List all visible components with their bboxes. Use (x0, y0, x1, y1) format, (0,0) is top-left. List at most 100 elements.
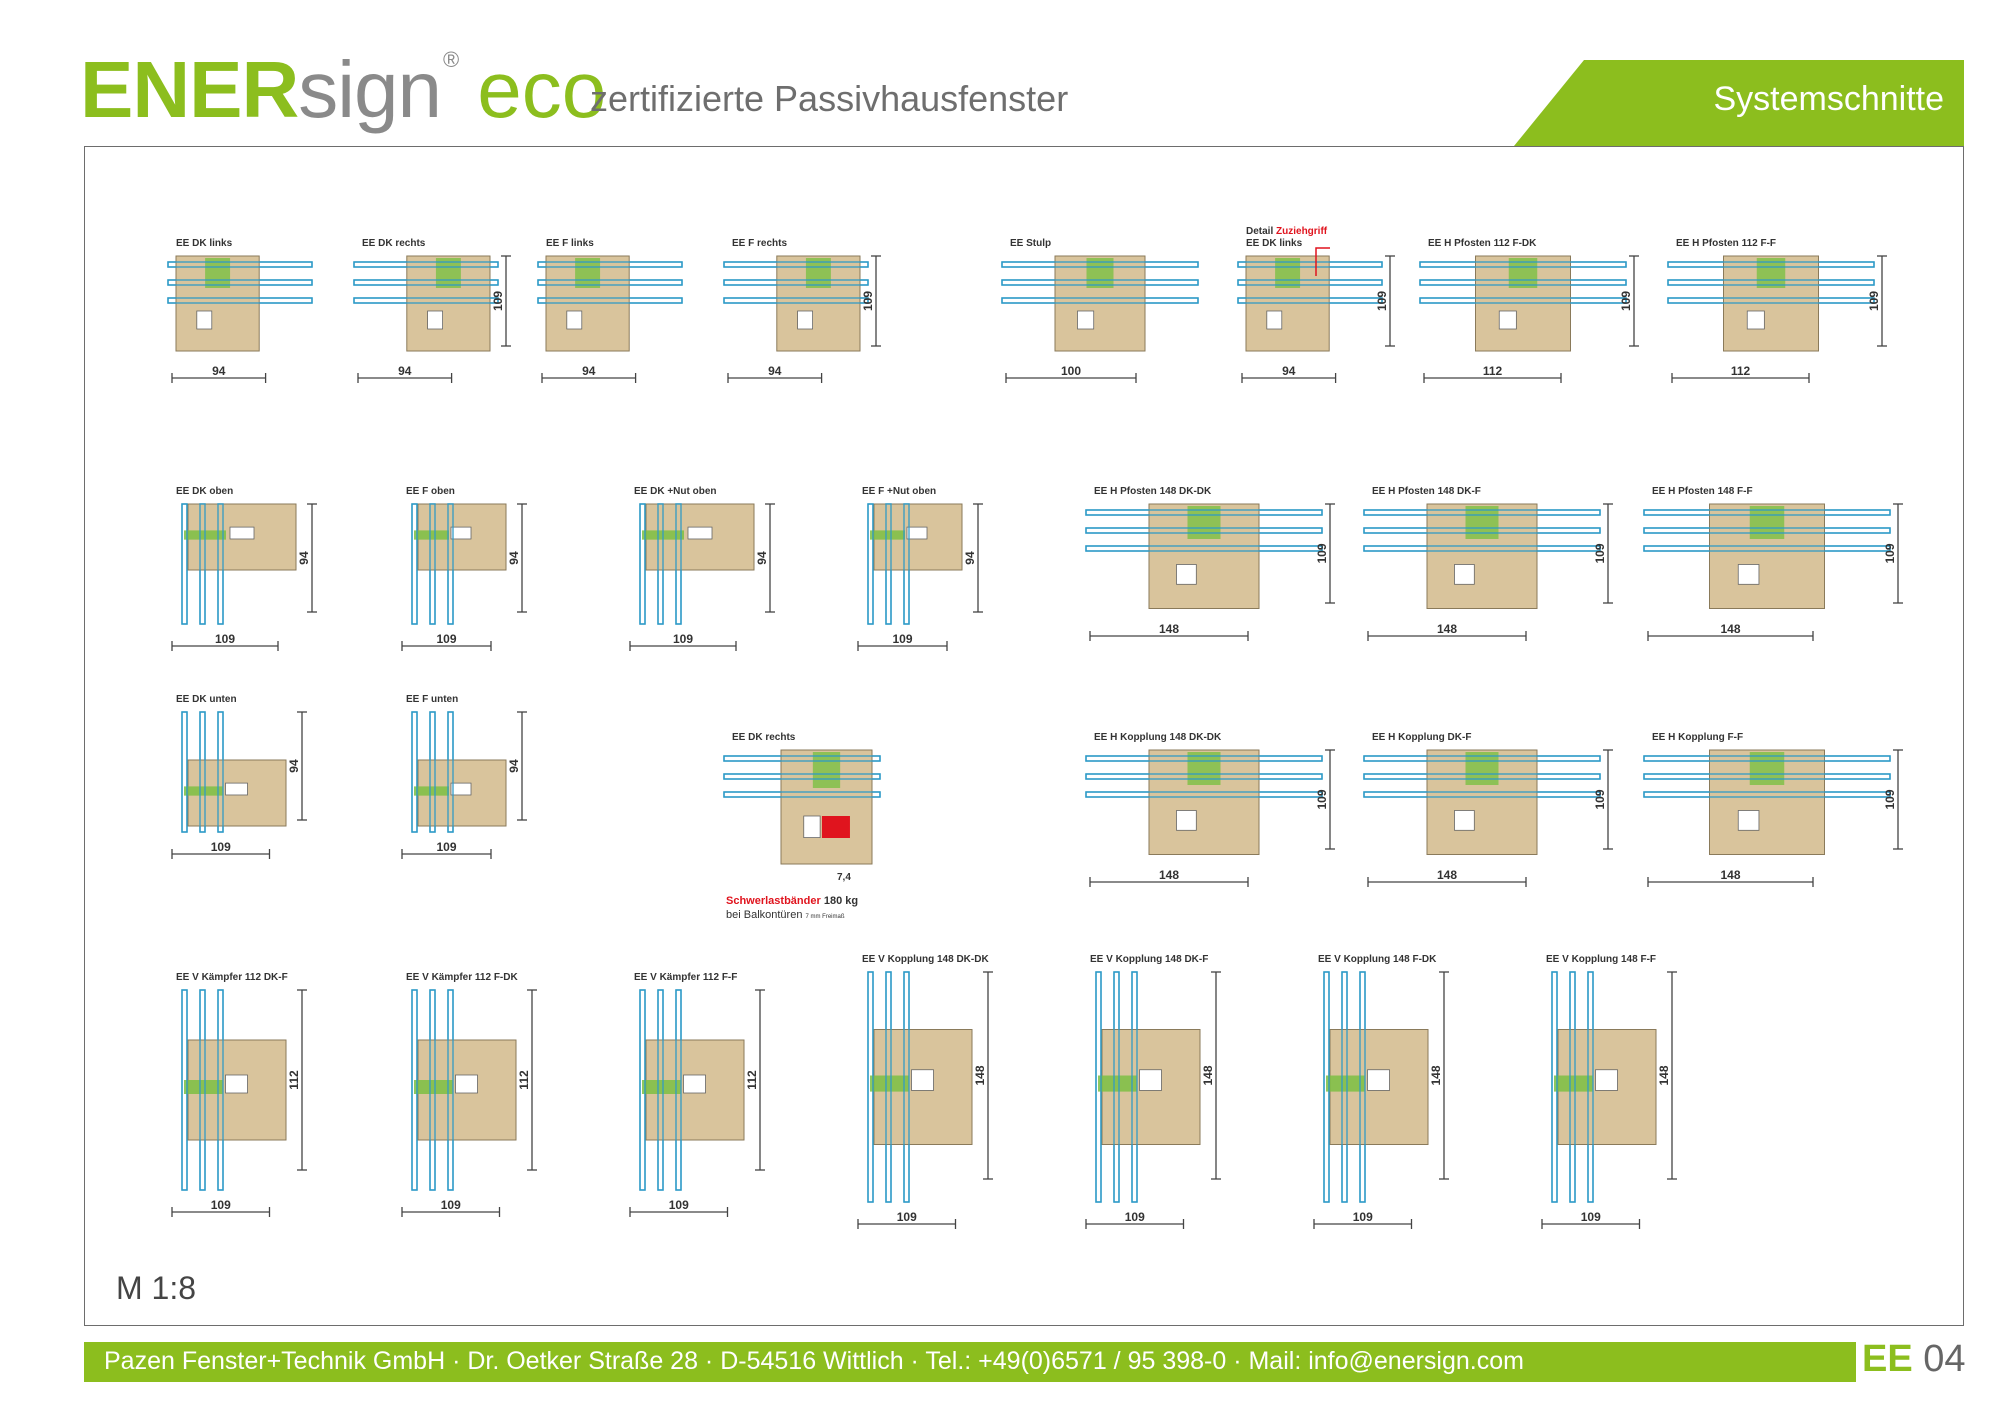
glass-overlay (903, 971, 910, 1203)
height-dim-label: 148 (973, 1065, 987, 1085)
section-title-27: EE V Kopplung 148 F-F (1546, 954, 1656, 965)
fitting-hardware (196, 310, 213, 330)
height-dim-label: 109 (1883, 543, 1897, 563)
glass-overlay (1237, 279, 1383, 286)
height-dim-label: 109 (1619, 291, 1633, 311)
seal-profile (1749, 752, 1785, 785)
section-title-22: EE V Kämpfer 112 F-DK (406, 972, 518, 983)
seal-profile (1187, 752, 1221, 785)
glass-overlay (1113, 971, 1120, 1203)
seal-profile (1465, 752, 1499, 785)
glass-overlay (639, 989, 646, 1191)
seal-profile (414, 1080, 453, 1094)
seal-profile (870, 1075, 909, 1092)
glass-overlay (1587, 971, 1594, 1203)
seal-profile (575, 258, 601, 288)
glass-overlay (1001, 279, 1199, 286)
glass-overlay (447, 989, 454, 1191)
fitting-hardware (455, 1074, 478, 1094)
glass-overlay (1085, 773, 1323, 780)
glass-overlay (167, 261, 313, 268)
fitting-hardware (225, 782, 248, 796)
section-title-17: EE DK rechts (732, 732, 796, 743)
glass-overlay (1643, 545, 1891, 552)
section-title-18: EE H Kopplung 148 DK-DK (1094, 732, 1222, 743)
height-dim-label: 112 (517, 1070, 531, 1090)
glass-pane (411, 503, 418, 625)
glass-overlay (1363, 773, 1601, 780)
hinge-highlight (821, 816, 850, 838)
height-dim-label: 109 (861, 291, 875, 311)
glass-overlay (353, 261, 499, 268)
section-title-4: EE Stulp (1010, 238, 1051, 249)
section-title: Systemschnitte (1713, 80, 1944, 118)
section-title-26: EE V Kopplung 148 F-DK (1318, 954, 1437, 965)
seal-profile (1756, 258, 1786, 288)
glass-overlay (167, 297, 313, 304)
fitting-hardware (427, 310, 443, 330)
height-dim-label: 94 (297, 551, 311, 565)
fitting-hardware (450, 526, 472, 540)
scale-label: M 1:8 (116, 1270, 197, 1306)
width-dim-label: 148 (1720, 622, 1740, 636)
glass-overlay (675, 503, 682, 625)
glass-overlay (885, 971, 892, 1203)
glass-overlay (1419, 297, 1627, 304)
fitting-hardware (1498, 310, 1517, 330)
glass-overlay (181, 989, 188, 1191)
height-dim-label: 112 (287, 1070, 301, 1090)
glass-overlay (1419, 261, 1627, 268)
glass-overlay (1667, 297, 1875, 304)
glass-overlay (1363, 527, 1601, 534)
section-title-14: EE H Pfosten 148 F-F (1652, 486, 1753, 497)
glass-overlay (199, 503, 206, 625)
glass-overlay (1419, 279, 1627, 286)
glass-overlay (639, 503, 646, 625)
glass-overlay (199, 711, 206, 833)
tagline: zertifizierte Passivhausfenster (590, 78, 1069, 119)
glass-overlay (167, 279, 313, 286)
glass-overlay (1237, 261, 1383, 268)
glass-overlay (429, 711, 436, 833)
glass-overlay (537, 279, 683, 286)
section-title-20: EE H Kopplung F-F (1652, 732, 1743, 743)
glass-overlay (181, 503, 188, 625)
seal-profile (812, 752, 841, 788)
glass-pane (181, 503, 188, 625)
glass-overlay (1131, 971, 1138, 1203)
fitting-hardware (566, 310, 583, 330)
brand-ener: ENER (80, 45, 299, 134)
drawing-frame (84, 146, 1964, 1326)
fitting-hardware (683, 1074, 706, 1094)
glass-pane (639, 503, 646, 625)
width-dim-label: 109 (673, 632, 693, 646)
width-dim-label: 94 (398, 364, 412, 378)
seal-profile (414, 530, 449, 540)
glass-overlay (1667, 279, 1875, 286)
width-dim-label: 109 (211, 840, 231, 854)
glass-overlay (1643, 773, 1891, 780)
glass-overlay (1643, 509, 1891, 516)
fitting-hardware (687, 526, 713, 540)
glass-overlay (217, 503, 224, 625)
seal-profile (642, 1080, 681, 1094)
fitting-hardware (450, 782, 472, 796)
seal-profile (1098, 1075, 1137, 1092)
section-title-5: EE DK links (1246, 238, 1303, 249)
width-dim-label: 109 (1581, 1210, 1601, 1224)
hinge-note: Schwerlastbänder 180 kg (726, 895, 858, 907)
glass-overlay (217, 711, 224, 833)
glass-overlay (217, 989, 224, 1191)
fitting-hardware (1139, 1069, 1162, 1091)
glass-overlay (429, 503, 436, 625)
height-dim-label: 109 (1867, 291, 1881, 311)
seal-profile (184, 786, 223, 796)
height-dim-label: 94 (963, 551, 977, 565)
footer-address: Pazen Fenster+Technik GmbH · Dr. Oetker … (104, 1347, 1524, 1375)
brand-eco: eco (477, 45, 607, 134)
width-dim-label: 100 (1061, 364, 1081, 378)
section-title-10: EE DK +Nut oben (634, 486, 717, 497)
fitting-hardware (1595, 1069, 1618, 1091)
section-title-0: EE DK links (176, 238, 233, 249)
